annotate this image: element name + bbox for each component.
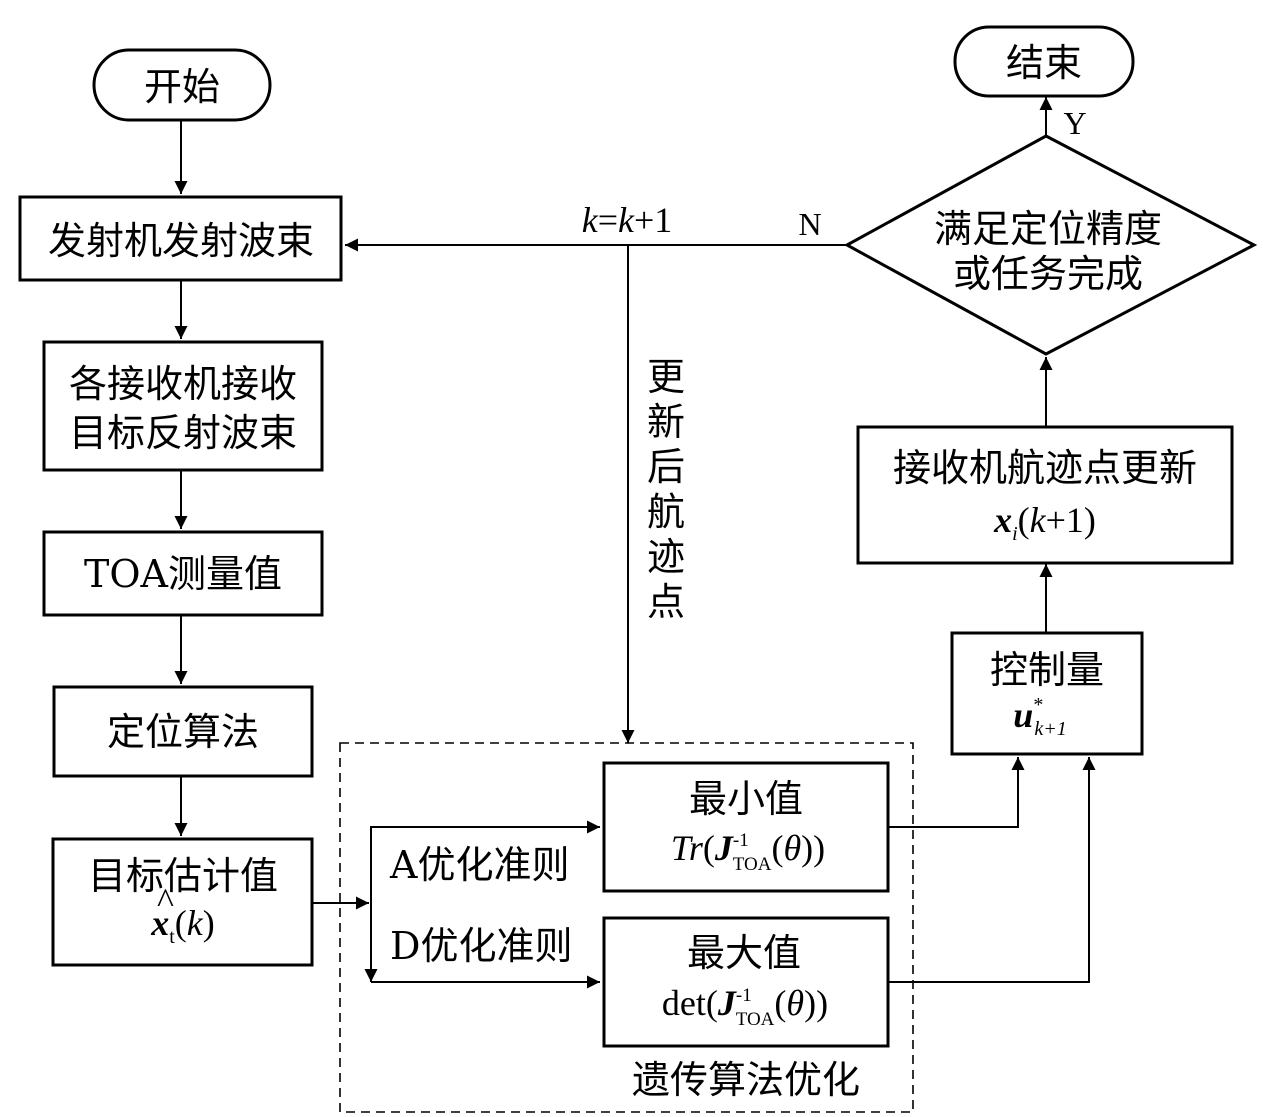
update-symbol: xi(k+1) xyxy=(993,500,1096,545)
update-symbol-sub: i xyxy=(1012,523,1018,545)
arrow-max-to-control xyxy=(889,757,1096,983)
loop-counter-label: k=k+1 xyxy=(582,200,673,240)
vertical-char: 航 xyxy=(647,490,685,534)
estimate-symbol: xt(k) xyxy=(150,903,215,948)
max-formula-func: det xyxy=(662,983,706,1023)
vertical-char: 迹 xyxy=(647,535,685,579)
decision-label-line2: 或任务完成 xyxy=(953,252,1143,296)
vertical-char: 后 xyxy=(647,445,685,489)
max-title: 最大值 xyxy=(687,931,801,975)
estimate-symbol-var: x xyxy=(150,903,169,943)
no-branch-label: N xyxy=(798,206,821,242)
loop-eq: = xyxy=(598,200,618,240)
locate-label: 定位算法 xyxy=(107,710,259,754)
estimate-symbol-arg: k xyxy=(187,903,204,943)
yes-branch-label: Y xyxy=(1063,105,1086,141)
end-label: 结束 xyxy=(1006,41,1082,85)
vertical-char: 更 xyxy=(647,355,685,399)
vertical-char: 新 xyxy=(647,400,685,444)
ga-group-label: 遗传算法优化 xyxy=(632,1058,860,1102)
control-symbol: u*k+1 xyxy=(1013,694,1066,740)
control-box xyxy=(950,631,1144,756)
control-symbol-sub: k+1 xyxy=(1034,718,1066,740)
vertical-char: 点 xyxy=(647,580,685,624)
control-symbol-sup: * xyxy=(1033,694,1043,716)
min-formula-func: Tr xyxy=(671,828,704,868)
estimate-hat-icon: ^ xyxy=(157,881,174,921)
toa-box xyxy=(42,530,324,617)
locate-box xyxy=(52,685,314,778)
control-symbol-var: u xyxy=(1013,695,1033,735)
update-symbol-arg: k xyxy=(1030,500,1047,540)
update-title: 接收机航迹点更新 xyxy=(893,446,1197,490)
update-symbol-var: x xyxy=(993,500,1012,540)
min-formula-theta: θ xyxy=(783,828,801,868)
loop-plus: +1 xyxy=(634,200,672,240)
max-formula-sup: -1 xyxy=(736,985,752,1006)
min-box xyxy=(602,761,890,893)
control-title: 控制量 xyxy=(990,648,1104,692)
start-label: 开始 xyxy=(144,65,220,109)
estimate-symbol-sub: t xyxy=(169,926,175,948)
transmit-box xyxy=(18,195,343,282)
start-terminal xyxy=(92,48,272,122)
arrow-min-to-control xyxy=(889,757,1025,828)
min-formula-J: J xyxy=(714,828,734,868)
end-terminal xyxy=(953,25,1135,98)
decision-diamond xyxy=(843,134,1258,356)
min-title: 最小值 xyxy=(689,777,803,821)
max-formula-J: J xyxy=(717,983,737,1023)
max-formula-sub: TOA xyxy=(736,1009,775,1030)
updated-waypoint-vertical-label: 更 新 后 航 迹 点 xyxy=(647,355,685,624)
criterion-d-label: D优化准则 xyxy=(390,924,572,968)
update-symbol-plus: +1 xyxy=(1046,500,1084,540)
estimate-box xyxy=(51,837,314,967)
toa-label: TOA测量值 xyxy=(84,552,282,596)
decision-label-line1: 满足定位精度 xyxy=(934,207,1162,251)
loop-k2: k xyxy=(618,200,635,240)
max-formula-theta: θ xyxy=(786,983,804,1023)
receive-label-line2: 目标反射波束 xyxy=(69,411,297,455)
ga-optimization-group xyxy=(339,742,914,1113)
transmit-label: 发射机发射波束 xyxy=(48,219,314,263)
criterion-a-label: A优化准则 xyxy=(389,843,569,887)
loop-k: k xyxy=(582,200,599,240)
connectors xyxy=(174,97,1096,989)
receive-box xyxy=(42,340,324,472)
update-box xyxy=(856,425,1234,565)
receive-label-line1: 各接收机接收 xyxy=(69,362,297,406)
estimate-title: 目标估计值 xyxy=(88,854,278,898)
max-box xyxy=(602,916,890,1048)
min-formula-sub: TOA xyxy=(733,854,772,875)
min-formula-sup: -1 xyxy=(733,830,749,851)
